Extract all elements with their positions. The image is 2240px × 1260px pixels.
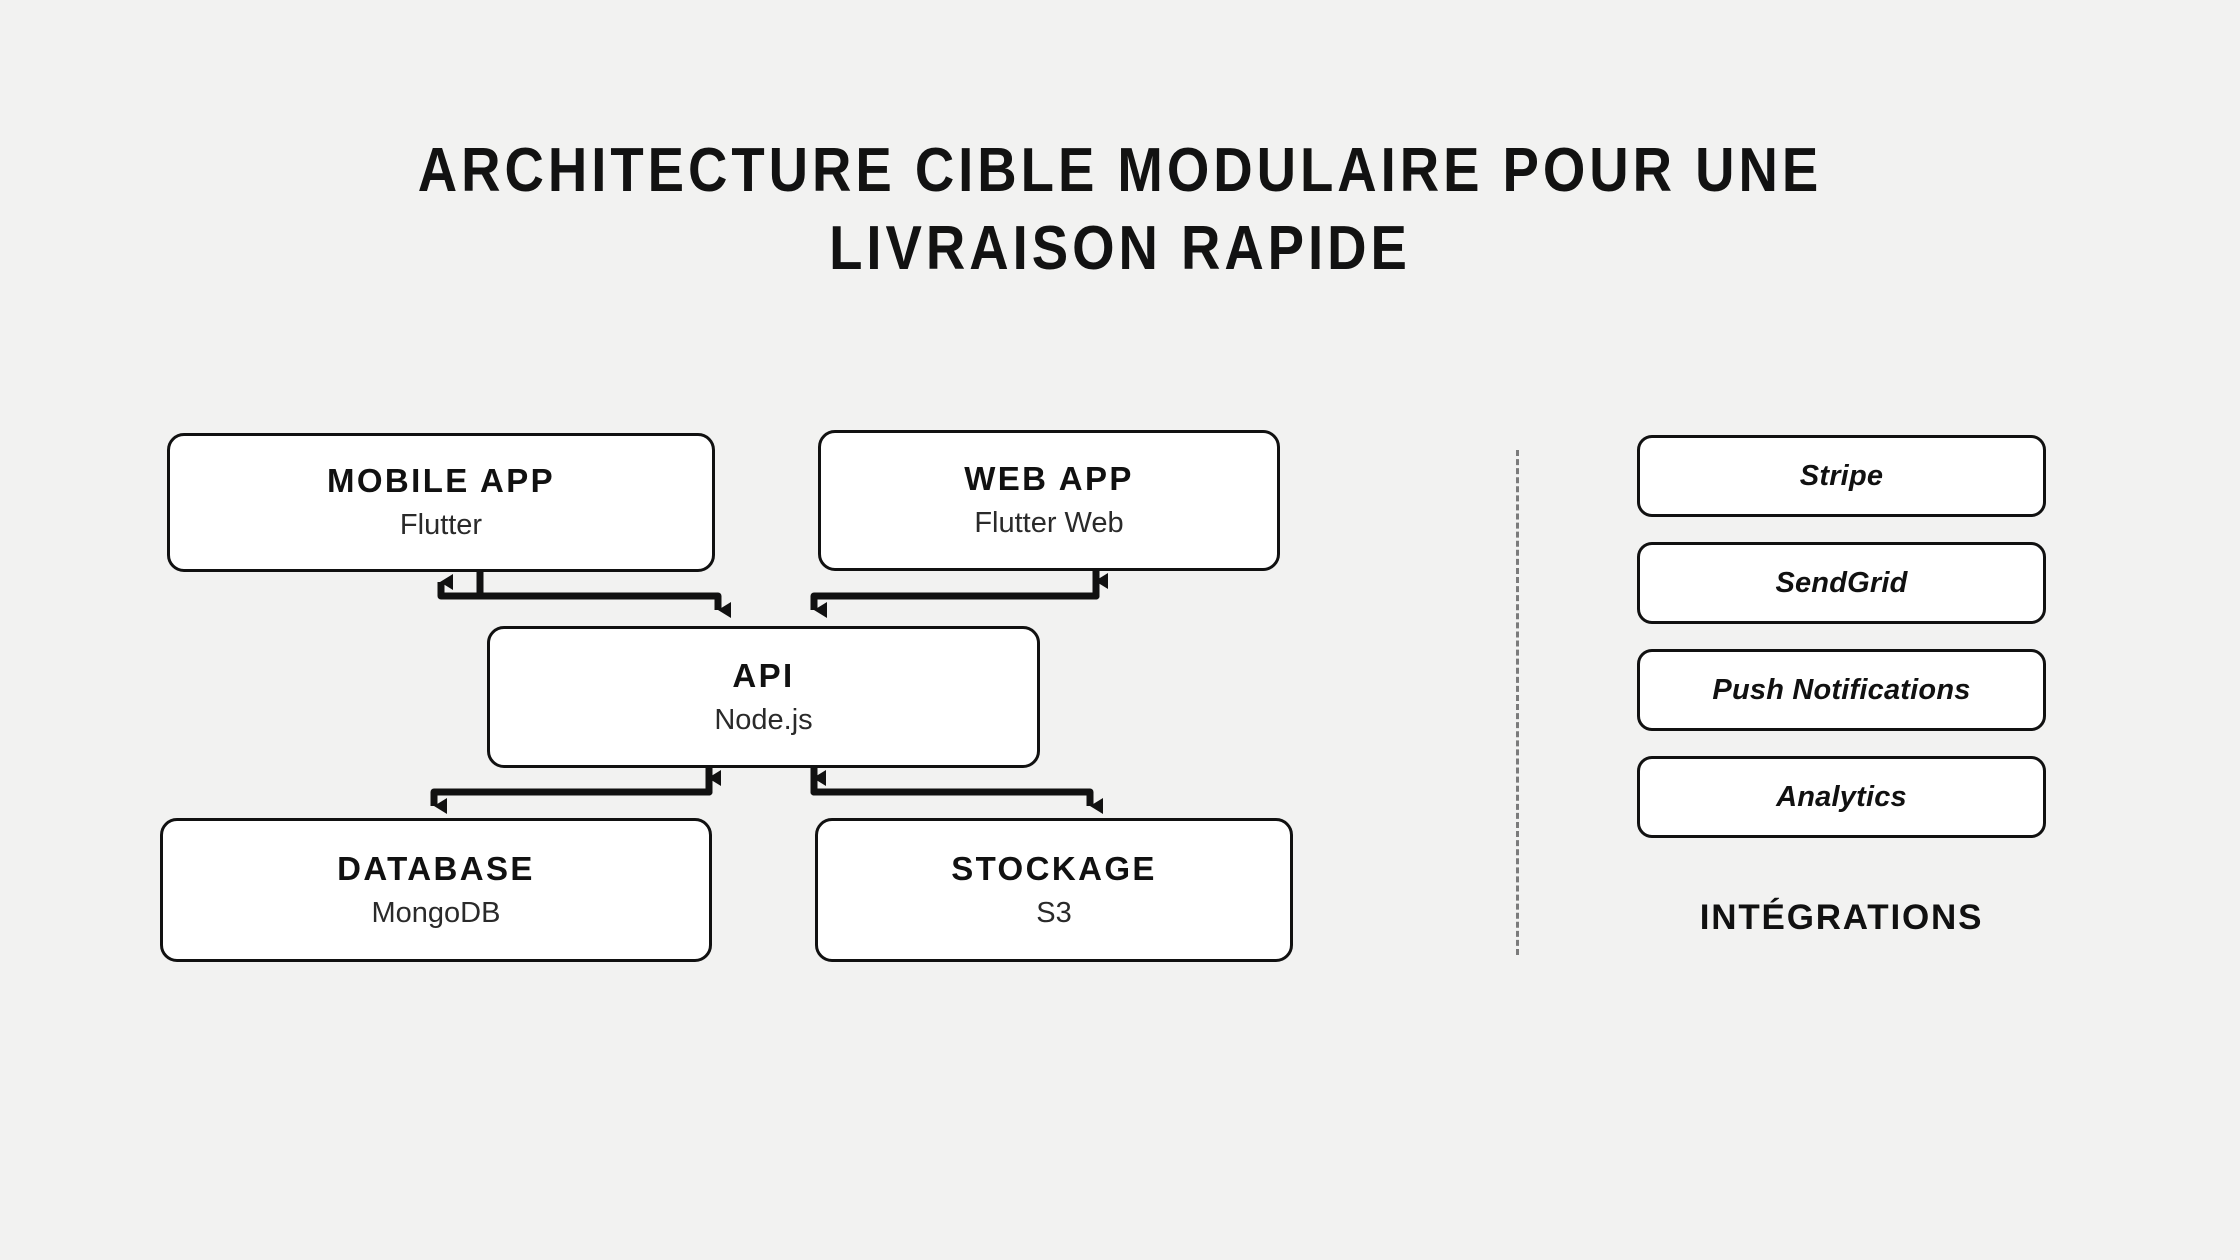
integration-item-analytics[interactable]: Analytics: [1637, 756, 2046, 838]
node-subtitle: Node.js: [714, 703, 813, 736]
node-title: Database: [337, 849, 535, 887]
connector-web-api: [810, 571, 1108, 618]
connector-mobile-api: [437, 572, 731, 618]
integration-item-stripe[interactable]: Stripe: [1637, 435, 2046, 517]
node-title: API: [732, 656, 795, 694]
dashed-divider: [1516, 450, 1519, 955]
node-database[interactable]: Database MongoDB: [160, 818, 712, 962]
node-web-app[interactable]: Web App Flutter Web: [818, 430, 1280, 571]
node-title: Stockage: [951, 849, 1157, 887]
node-stockage[interactable]: Stockage S3: [815, 818, 1293, 962]
integrations-panel: Stripe SendGrid Push Notifications Analy…: [1637, 435, 2046, 863]
node-mobile-app[interactable]: Mobile App Flutter: [167, 433, 715, 572]
integration-label: SendGrid: [1775, 566, 1908, 599]
node-subtitle: Flutter: [399, 509, 483, 541]
connector-api-database: [430, 768, 721, 814]
integration-label: Push Notifications: [1712, 673, 1971, 706]
node-subtitle: S3: [1036, 896, 1072, 929]
node-subtitle: Flutter Web: [974, 507, 1124, 539]
node-title: Web App: [964, 460, 1134, 497]
integration-item-push-notifications[interactable]: Push Notifications: [1637, 649, 2046, 731]
node-subtitle: MongoDB: [371, 896, 501, 929]
page-title: Architecture cible modulaire pour une li…: [417, 136, 1823, 283]
integrations-heading: Intégrations: [1699, 898, 1984, 937]
node-title: Mobile App: [326, 462, 556, 499]
integration-item-sendgrid[interactable]: SendGrid: [1637, 542, 2046, 624]
connector-api-storage: [810, 768, 1103, 814]
integration-label: Analytics: [1776, 780, 1907, 813]
node-api[interactable]: API Node.js: [487, 626, 1040, 768]
integration-label: Stripe: [1799, 459, 1884, 492]
